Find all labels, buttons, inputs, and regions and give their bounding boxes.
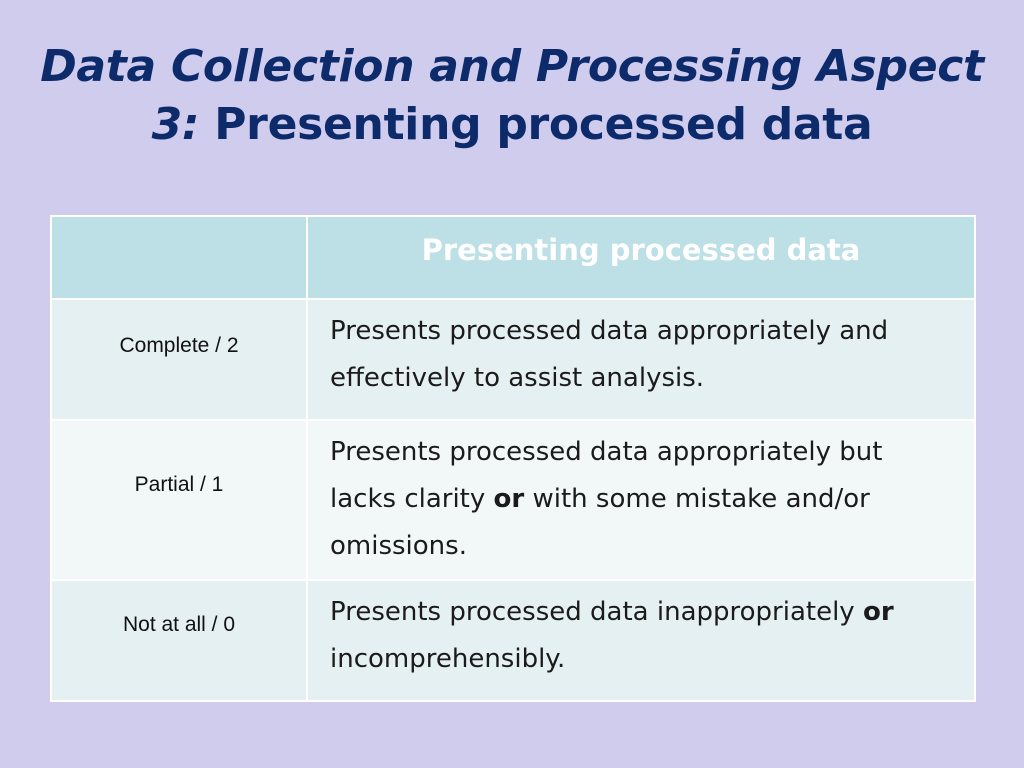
description-cell: Presents processed data inappropriately … <box>306 579 976 702</box>
header-blank-cell <box>50 215 308 300</box>
description-text: Presents processed data inappropriately <box>330 597 863 627</box>
description-text-cont: with some mistake and/or omissions. <box>330 484 870 561</box>
score-cell: Complete / 2 <box>50 298 308 421</box>
description-cell: Presents processed data appropriately an… <box>306 298 976 421</box>
description-text-cont: incomprehensibly. <box>330 644 566 674</box>
slide-title-subject: Presenting processed data <box>214 99 873 150</box>
table-header-row: Presenting processed data <box>50 215 976 300</box>
header-criterion-cell: Presenting processed data <box>306 215 976 300</box>
description-text: Presents processed data appropriately an… <box>330 316 889 393</box>
slide-title: Data Collection and Processing Aspect 3:… <box>0 38 1024 154</box>
table-row: Complete / 2 Presents processed data app… <box>50 298 976 421</box>
description-emphasis: or <box>493 484 525 514</box>
rubric-table: Presenting processed data Complete / 2 P… <box>50 215 976 702</box>
table-row: Not at all / 0 Presents processed data i… <box>50 579 976 702</box>
slide-title-number: 3: <box>151 99 200 150</box>
slide-title-line1: Data Collection and Processing Aspect <box>40 41 984 92</box>
description-text: Presents processed data appropriately bu… <box>330 437 883 514</box>
table-row: Partial / 1 Presents processed data appr… <box>50 419 976 581</box>
score-cell: Partial / 1 <box>50 419 308 581</box>
score-cell: Not at all / 0 <box>50 579 308 702</box>
slide-title-line2: 3: Presenting processed data <box>0 96 1024 154</box>
description-cell: Presents processed data appropriately bu… <box>306 419 976 581</box>
description-emphasis: or <box>862 597 894 627</box>
